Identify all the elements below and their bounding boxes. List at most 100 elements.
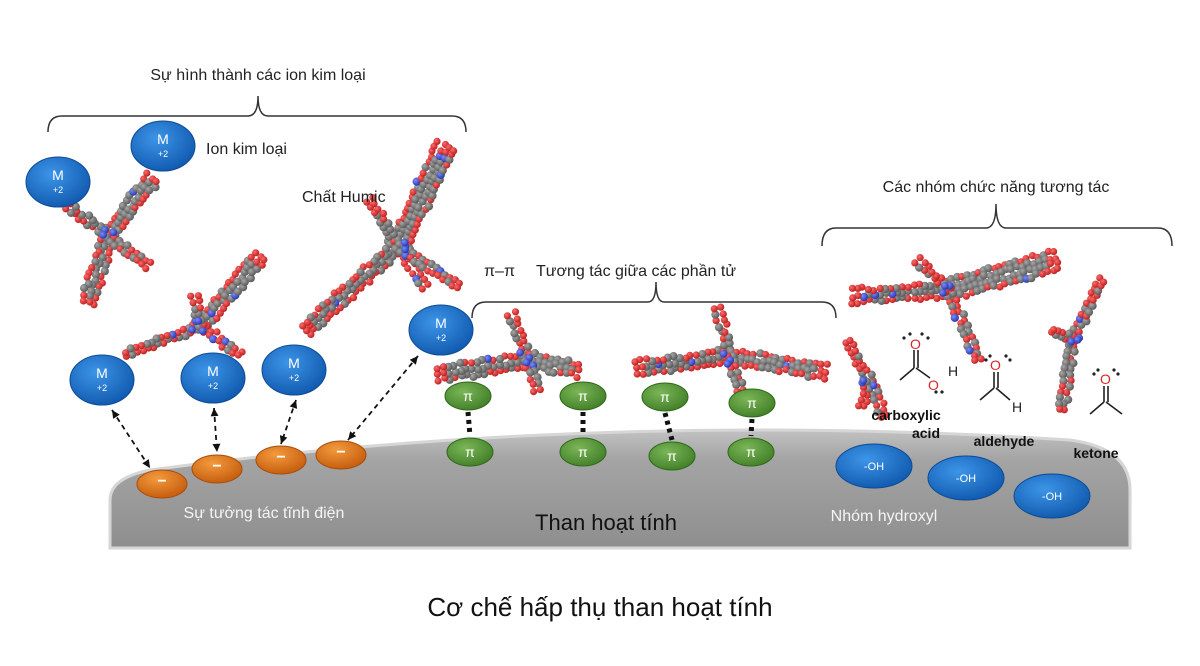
oxygen-atom (848, 284, 857, 292)
oxygen-atom (380, 215, 388, 223)
carbon-atom (123, 241, 132, 250)
pi-orbital-shape (641, 382, 689, 412)
carbon-atom (764, 364, 773, 373)
oxygen-atom (1001, 280, 1009, 288)
oxygen-atom (1054, 258, 1062, 266)
oxygen-atom (1067, 377, 1075, 385)
metal-ion-symbol: M (435, 315, 447, 331)
carbon-atom (98, 253, 107, 262)
oxygen-atom (823, 360, 831, 368)
oxygen-atom (1056, 405, 1064, 413)
ketone-structure (1089, 386, 1123, 415)
oxygen-atom (137, 342, 145, 350)
carbon-atom (356, 267, 365, 277)
nitrogen-atom (859, 292, 869, 302)
pi-orbital: π (641, 382, 689, 412)
metal-ion-shape (180, 352, 246, 404)
carbon-atom (1065, 329, 1074, 338)
hydroxyl-text: -OH (1042, 491, 1062, 503)
negative-charge-symbol: − (157, 473, 166, 490)
oxygen-atom (434, 271, 442, 279)
metal-ion-shape (130, 120, 196, 172)
hydroxyl-groups: -OH-OH-OH (835, 443, 1091, 519)
negative-site-shape (255, 445, 307, 475)
metal-ion-charge: +2 (208, 381, 218, 391)
humic-molecule (842, 336, 890, 421)
carbon-atom (143, 339, 152, 349)
carbon-atom (971, 280, 980, 289)
oxygen-atom (916, 295, 925, 303)
bracket-metal-ion-formation (47, 95, 467, 133)
nitrogen-atom (719, 350, 728, 358)
carbon-atom (776, 360, 785, 369)
carbon-atom (1066, 371, 1075, 380)
oxygen-atom (429, 269, 437, 277)
oxygen-atom (235, 265, 243, 273)
carbon-atom (424, 202, 434, 211)
carbon-atom (704, 355, 713, 364)
metal-ion-charge: +2 (53, 185, 63, 195)
figure-caption: Cơ chế hấp thụ than hoạt tính (427, 592, 772, 622)
oxygen-atom (439, 363, 448, 371)
oxygen-atom (450, 147, 458, 155)
pi-symbol: π (463, 388, 473, 404)
oxygen-atom (95, 282, 103, 291)
oxygen-atom (92, 251, 100, 259)
label-aldehyde: aldehyde (974, 433, 1035, 449)
nitrogen-atom (109, 228, 118, 237)
oxygen-atom (517, 327, 525, 335)
oxygen-atom (196, 304, 204, 312)
oxygen-atom (971, 356, 979, 364)
carbon-atom (145, 186, 154, 195)
oxygen-atom (1063, 389, 1071, 397)
oxygen-atom (848, 300, 856, 308)
pi-orbital-shape (727, 437, 775, 467)
oxygen-atom (853, 300, 861, 308)
nitrogen-atom (194, 317, 203, 325)
carbon-atom (80, 284, 89, 293)
carbon-atom (510, 329, 519, 338)
arrow-head (112, 410, 120, 419)
pi-orbital-shape (728, 388, 776, 418)
oxygen-atom (467, 359, 476, 367)
carbon-atom (501, 361, 510, 370)
negative-site: − (315, 440, 367, 470)
pi-orbital: π (728, 388, 776, 418)
oxygen-atom (147, 258, 155, 266)
arrow-head (212, 443, 221, 452)
carbon-atom (381, 244, 390, 253)
carbon-atom (956, 289, 965, 299)
electrostatic-arrows (111, 355, 419, 469)
carboxylic-oxygen-1: O (910, 336, 921, 352)
carbon-atom (1055, 393, 1064, 402)
oxygen-atom (849, 294, 857, 302)
arrow-head (142, 459, 150, 468)
humic-molecule (1048, 274, 1108, 414)
carbon-atom (438, 166, 447, 175)
humic-molecule (433, 308, 583, 396)
pi-symbol: π (667, 448, 677, 464)
oxygen-atom (928, 268, 936, 276)
arrow-head (279, 435, 288, 444)
pi-orbital-shape (559, 381, 607, 411)
pi-symbol: π (578, 388, 588, 404)
metal-ion-symbol: M (288, 355, 300, 371)
oxygen-atom (877, 413, 886, 421)
oxygen-atom (639, 370, 647, 378)
nitrogen-atom (950, 313, 959, 322)
oxygen-atom (142, 265, 150, 273)
oxygen-atom (817, 360, 825, 368)
carbon-atom (327, 303, 336, 313)
arrow-head (409, 356, 418, 365)
oxygen-atom (864, 285, 873, 294)
metal-ion: M+2 (130, 120, 196, 172)
carbon-atom (1031, 269, 1041, 278)
oxygen-atom (710, 305, 718, 313)
nitrogen-atom (859, 376, 868, 385)
carbon-atom (456, 358, 465, 367)
oxygen-atom (520, 337, 528, 345)
oxygen-atom (222, 299, 231, 308)
metal-ion-symbol: M (52, 167, 64, 183)
carbon-atom (417, 210, 426, 219)
